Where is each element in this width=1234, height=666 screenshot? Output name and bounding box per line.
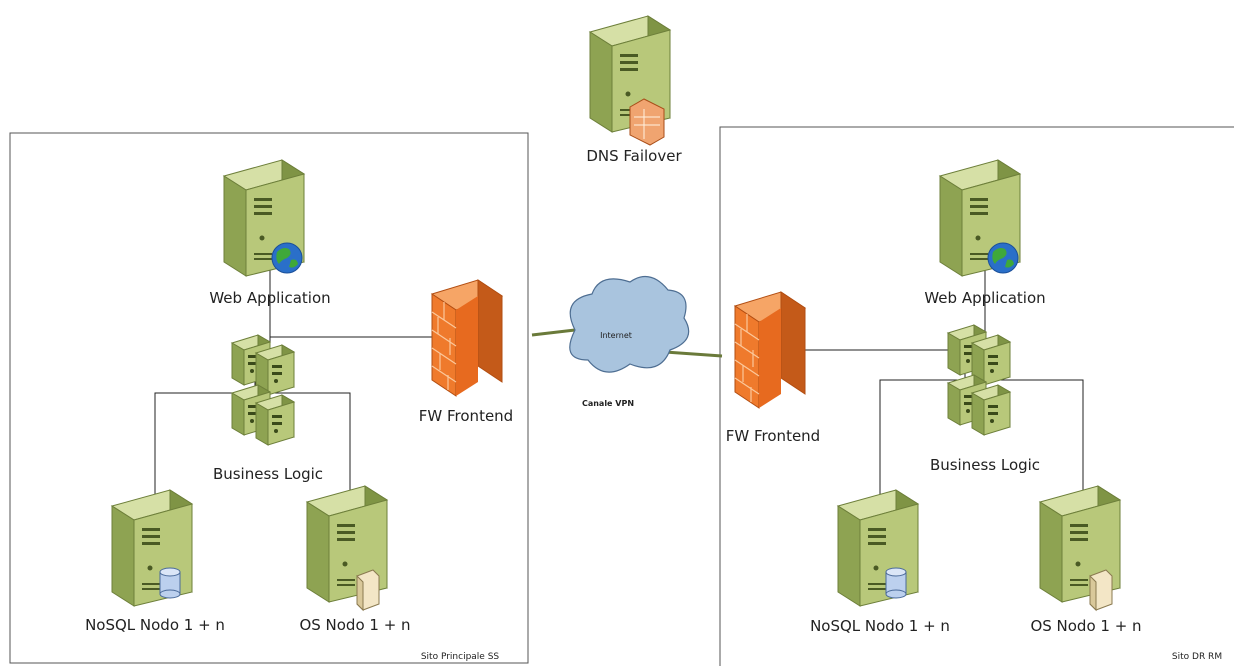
nosql-label-dr: NoSQL Nodo 1 + n (810, 617, 950, 635)
nosql-label-main: NoSQL Nodo 1 + n (85, 616, 225, 634)
dns-failover-label: DNS Failover (586, 147, 682, 165)
vpn-channel-label: Canale VPN (582, 399, 634, 408)
site-dr-label: Sito DR RM (1172, 652, 1222, 662)
firewall-dr (734, 291, 806, 409)
business-logic-label-dr: Business Logic (930, 456, 1040, 474)
site-main-label: Sito Principale SS (421, 652, 500, 662)
site-main-container (9, 132, 529, 664)
web-application-label-dr: Web Application (924, 289, 1045, 307)
vpn-link-left (531, 328, 576, 337)
business-logic-label-main: Business Logic (213, 465, 323, 483)
vpn-link-right (664, 350, 723, 358)
business-logic-rack-main (231, 334, 295, 446)
fw-frontend-label-dr: FW Frontend (726, 427, 820, 445)
database-icon (885, 567, 907, 599)
business-logic-rack-dr (947, 324, 1011, 436)
document-icon (1089, 569, 1113, 611)
os-label-dr: OS Nodo 1 + n (1030, 617, 1141, 635)
dns-failover-server (589, 15, 671, 146)
os-label-main: OS Nodo 1 + n (299, 616, 410, 634)
firewall-main (431, 279, 503, 397)
globe-icon (271, 242, 303, 274)
connection-lines (154, 225, 1084, 560)
internet-label: Internet (600, 331, 632, 340)
globe-icon (987, 242, 1019, 274)
database-icon (159, 567, 181, 599)
web-application-label-main: Web Application (209, 289, 330, 307)
document-icon (356, 569, 380, 611)
fw-frontend-label-main: FW Frontend (419, 407, 513, 425)
site-dr-container (719, 126, 1234, 666)
internet-cloud (569, 275, 690, 373)
